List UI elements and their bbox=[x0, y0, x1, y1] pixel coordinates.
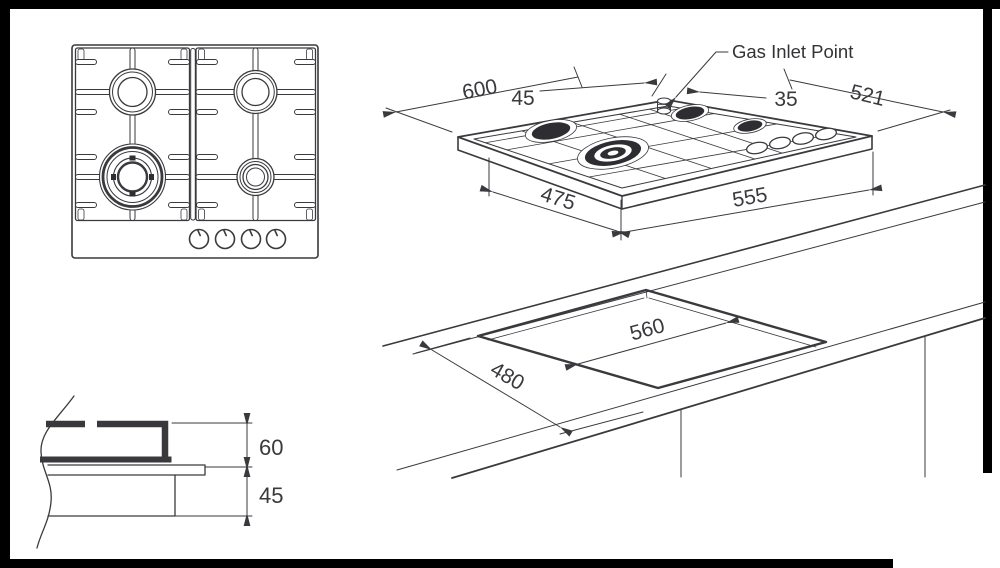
control-knobs bbox=[188, 228, 287, 250]
dim-label-600: 600 bbox=[460, 75, 499, 104]
dimension-35-inlet: 35 bbox=[686, 87, 798, 111]
dimension-560: 560 bbox=[564, 314, 740, 371]
profile-view: 60 45 bbox=[36, 395, 283, 549]
control-knobs-iso bbox=[745, 127, 838, 155]
frame-left bbox=[0, 0, 10, 568]
frame-bottom bbox=[0, 559, 893, 568]
worktop-front-edge-top bbox=[396, 301, 986, 471]
hob-section-profile bbox=[40, 420, 172, 463]
gas-inlet-label: Gas Inlet Point bbox=[732, 41, 853, 62]
dim-label-45: 45 bbox=[259, 483, 283, 508]
plan-view bbox=[71, 44, 319, 259]
knob-iso-3 bbox=[791, 132, 815, 145]
knob-iso-2 bbox=[768, 136, 792, 150]
burner-iso-right bbox=[733, 118, 767, 134]
hob-lower-body-profile bbox=[47, 474, 176, 517]
hob-outline bbox=[71, 44, 319, 259]
dim-label-480: 480 bbox=[486, 358, 528, 395]
burner-plan-rear-right bbox=[233, 69, 278, 115]
burner-plan-front-right bbox=[236, 157, 275, 197]
cutout-view: 560 480 bbox=[382, 184, 986, 479]
hob-top-inner-rim bbox=[473, 105, 857, 189]
knob-1 bbox=[188, 228, 210, 250]
burner-plan-rear-left bbox=[108, 68, 157, 116]
dimension-521: 521 bbox=[783, 68, 957, 132]
worktop-rear-edge bbox=[382, 184, 986, 347]
burner-iso-left bbox=[524, 119, 578, 143]
frame-top bbox=[0, 0, 1000, 9]
dim-label-521: 521 bbox=[848, 80, 887, 111]
burner-plan-front-left-wok bbox=[98, 143, 167, 211]
dim-label-45-inlet: 45 bbox=[511, 87, 534, 110]
burner-iso-rear-center bbox=[670, 104, 710, 122]
worktop-front-edge bbox=[451, 317, 986, 479]
frame-right bbox=[983, 0, 992, 473]
dim-label-60: 60 bbox=[259, 435, 283, 460]
iso-view: Gas Inlet Point 600 521 45 35 bbox=[382, 41, 957, 241]
burner-iso-front-wok bbox=[577, 136, 649, 170]
knob-2 bbox=[214, 228, 236, 250]
grate-divider bbox=[190, 48, 196, 221]
dimension-60-45: 60 45 bbox=[171, 413, 283, 526]
worktop-profile bbox=[47, 464, 206, 476]
knob-4 bbox=[265, 228, 287, 250]
dim-label-555: 555 bbox=[731, 183, 770, 212]
gas-inlet-leader-arrow bbox=[664, 51, 729, 109]
dim-label-35-inlet: 35 bbox=[774, 88, 797, 111]
knob-iso-4 bbox=[814, 127, 838, 141]
dim-label-475: 475 bbox=[538, 183, 578, 215]
knob-iso-1 bbox=[745, 141, 769, 155]
knob-3 bbox=[240, 228, 262, 250]
dimension-480: 480 bbox=[415, 337, 644, 437]
dimension-45-inlet: 45 bbox=[511, 73, 667, 110]
